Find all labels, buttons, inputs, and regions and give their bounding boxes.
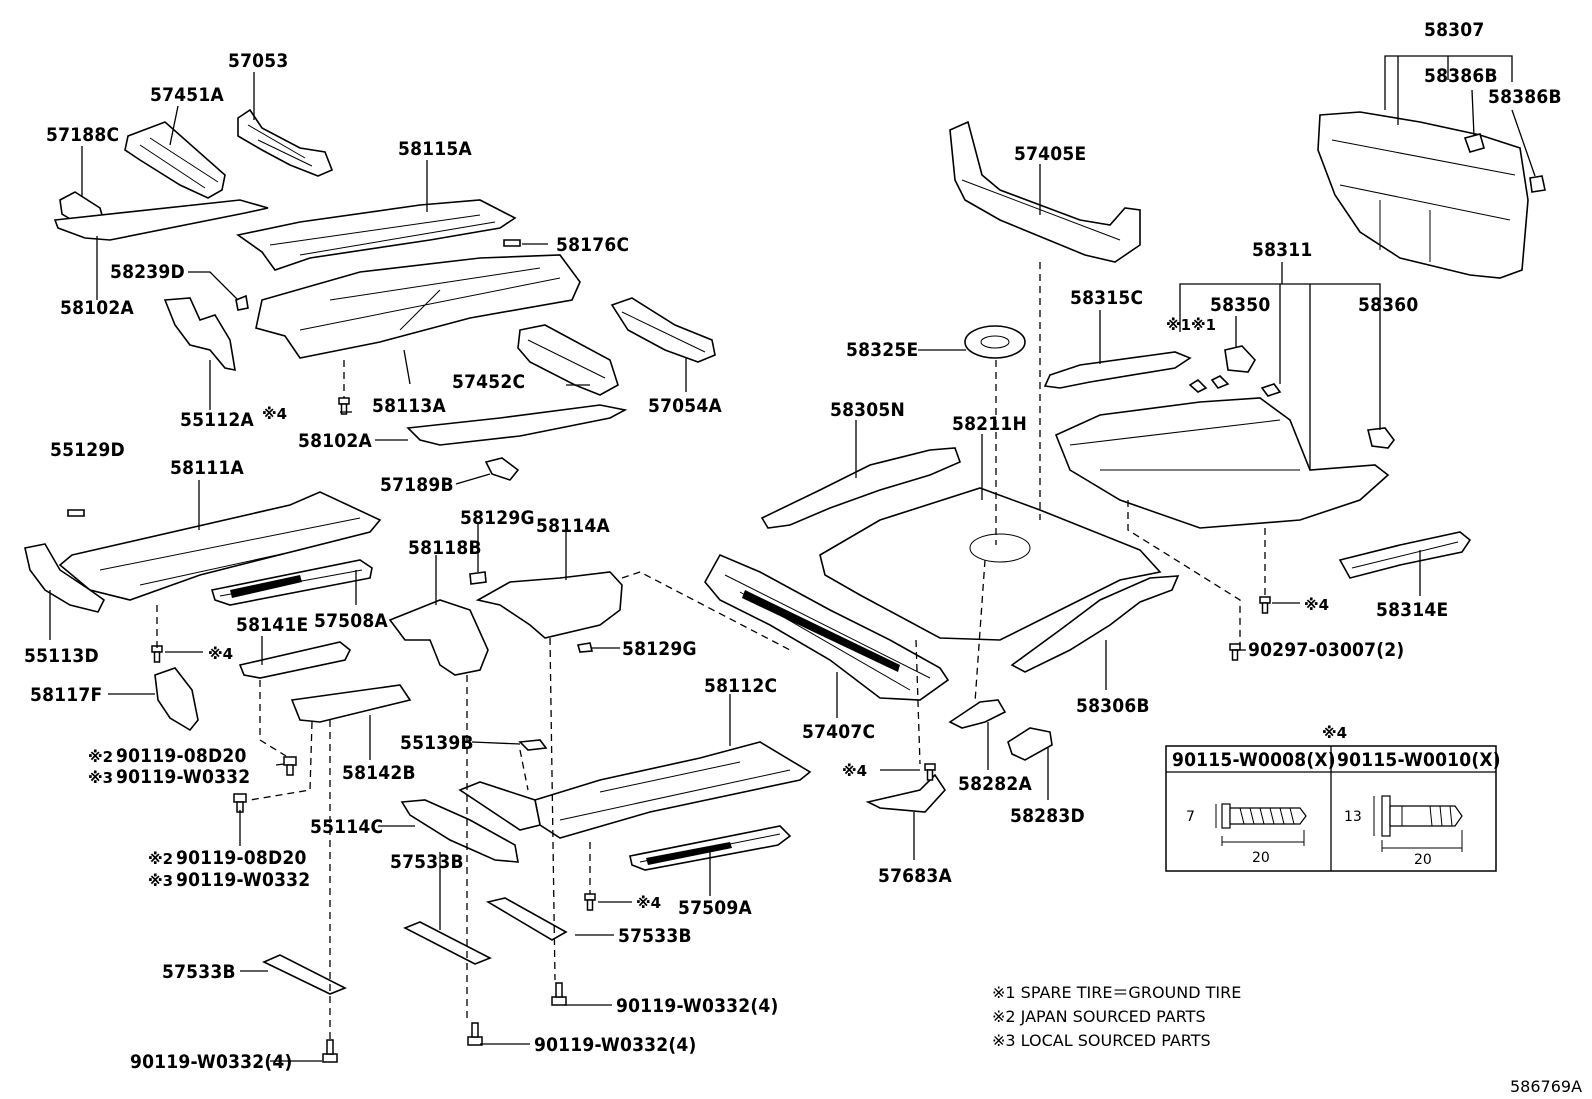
mark-x1-x1: ※1※1 [1166, 316, 1216, 334]
fastener-col1-header: 90115-W0008(X) [1172, 749, 1336, 771]
label-58176C: 58176C [556, 234, 629, 256]
note-spare-tire: ※1 SPARE TIRE＝GROUND TIRE [992, 983, 1241, 1002]
label-57405E: 57405E [1014, 143, 1086, 165]
label-58211H: 58211H [952, 413, 1027, 435]
mark-x2-b: ※2 [148, 850, 173, 868]
label-57683A: 57683A [878, 865, 952, 887]
fastener-1-drawing: 7 20 [1186, 803, 1307, 866]
label-57189B: 57189B [380, 474, 454, 496]
fastener-1-height: 7 [1186, 809, 1195, 825]
mark-x2-a: ※2 [88, 748, 113, 766]
label-58315C: 58315C [1070, 287, 1143, 309]
label-58111A: 58111A [170, 457, 244, 479]
leader-lines [49, 55, 1536, 1062]
label-58129G-right: 58129G [622, 638, 697, 660]
label-58118B: 58118B [408, 537, 482, 559]
label-58307: 58307 [1424, 19, 1484, 41]
label-90119-W0332-b: 90119-W0332 [176, 869, 310, 891]
label-90119-08D20-a: 90119-08D20 [116, 745, 247, 767]
dashed-assembly-lines [156, 262, 1266, 1040]
label-58239D: 58239D [110, 261, 185, 283]
label-58114A: 58114A [536, 515, 610, 537]
label-57508A: 57508A [314, 610, 388, 632]
label-58112C: 58112C [704, 675, 777, 697]
label-55129D: 55129D [50, 439, 125, 461]
label-57509A: 57509A [678, 897, 752, 919]
fastener-2-length: 20 [1414, 852, 1432, 868]
label-90119-W0332-4-b: 90119-W0332(4) [534, 1034, 696, 1056]
label-58314E: 58314E [1376, 599, 1448, 621]
label-55139B: 55139B [400, 732, 474, 754]
note-local-sourced: ※3 LOCAL SOURCED PARTS [992, 1031, 1211, 1050]
fastener-col2-header: 90115-W0010(X) [1337, 749, 1501, 771]
label-90119-08D20-b: 90119-08D20 [176, 847, 307, 869]
label-57533B-a: 57533B [390, 851, 464, 873]
note-japan-sourced: ※2 JAPAN SOURCED PARTS [992, 1007, 1206, 1026]
label-57533B-b: 57533B [618, 925, 692, 947]
label-57533B-c: 57533B [162, 961, 236, 983]
label-90119-W0332-4-c: 90119-W0332(4) [130, 1051, 292, 1073]
label-57451A: 57451A [150, 84, 224, 106]
mark-x4-a: ※4 [262, 405, 287, 423]
diagram-id: 586769A [1510, 1077, 1582, 1096]
label-57054A: 57054A [648, 395, 722, 417]
label-58142B: 58142B [342, 762, 416, 784]
label-58102A-mid: 58102A [298, 430, 372, 452]
fastener-1-length: 20 [1252, 850, 1270, 866]
label-90119-W0332-a: 90119-W0332 [116, 766, 250, 788]
label-58117F: 58117F [30, 684, 102, 706]
label-58129G-top: 58129G [460, 507, 535, 529]
mark-x4-c: ※4 [842, 762, 867, 780]
legend-notes: ※1 SPARE TIRE＝GROUND TIRE ※2 JAPAN SOURC… [992, 983, 1241, 1050]
label-58350: 58350 [1210, 294, 1270, 316]
label-58386B-b: 58386B [1488, 86, 1562, 108]
label-57053: 57053 [228, 50, 288, 72]
bolts [151, 397, 1271, 1063]
label-55114C: 55114C [310, 816, 383, 838]
mark-x4-e: ※4 [636, 894, 661, 912]
label-58311: 58311 [1252, 239, 1312, 261]
label-58306B: 58306B [1076, 695, 1150, 717]
label-58282A: 58282A [958, 773, 1032, 795]
label-90119-W0332-4-a: 90119-W0332(4) [616, 995, 778, 1017]
label-58325E: 58325E [846, 339, 918, 361]
label-58305N: 58305N [830, 399, 905, 421]
part-shapes [24, 108, 1546, 995]
part-labels: 57053 57451A 57188C 58115A 58176C 58239D… [24, 19, 1562, 1073]
label-57188C: 57188C [46, 124, 119, 146]
fastener-table-title: ※4 [1322, 724, 1347, 742]
mark-x4-d: ※4 [1304, 596, 1329, 614]
label-55113D: 55113D [24, 645, 99, 667]
fastener-table: ※4 90115-W0008(X) 90115-W0010(X) 7 20 [1165, 724, 1501, 872]
label-58102A-top: 58102A [60, 297, 134, 319]
mark-x4-b: ※4 [208, 645, 233, 663]
label-55112A: 55112A [180, 409, 254, 431]
label-90297-03007: 90297-03007(2) [1248, 639, 1404, 661]
label-57452C: 57452C [452, 371, 525, 393]
label-58115A: 58115A [398, 138, 472, 160]
label-58360: 58360 [1358, 294, 1418, 316]
label-58386B-a: 58386B [1424, 65, 1498, 87]
label-57407C: 57407C [802, 721, 875, 743]
fastener-2-drawing: 13 20 [1344, 795, 1463, 868]
mark-x3-b: ※3 [148, 872, 173, 890]
label-58283D: 58283D [1010, 805, 1085, 827]
fastener-2-height: 13 [1344, 809, 1362, 825]
mark-x3-a: ※3 [88, 769, 113, 787]
label-58141E: 58141E [236, 614, 308, 636]
label-58113A: 58113A [372, 395, 446, 417]
